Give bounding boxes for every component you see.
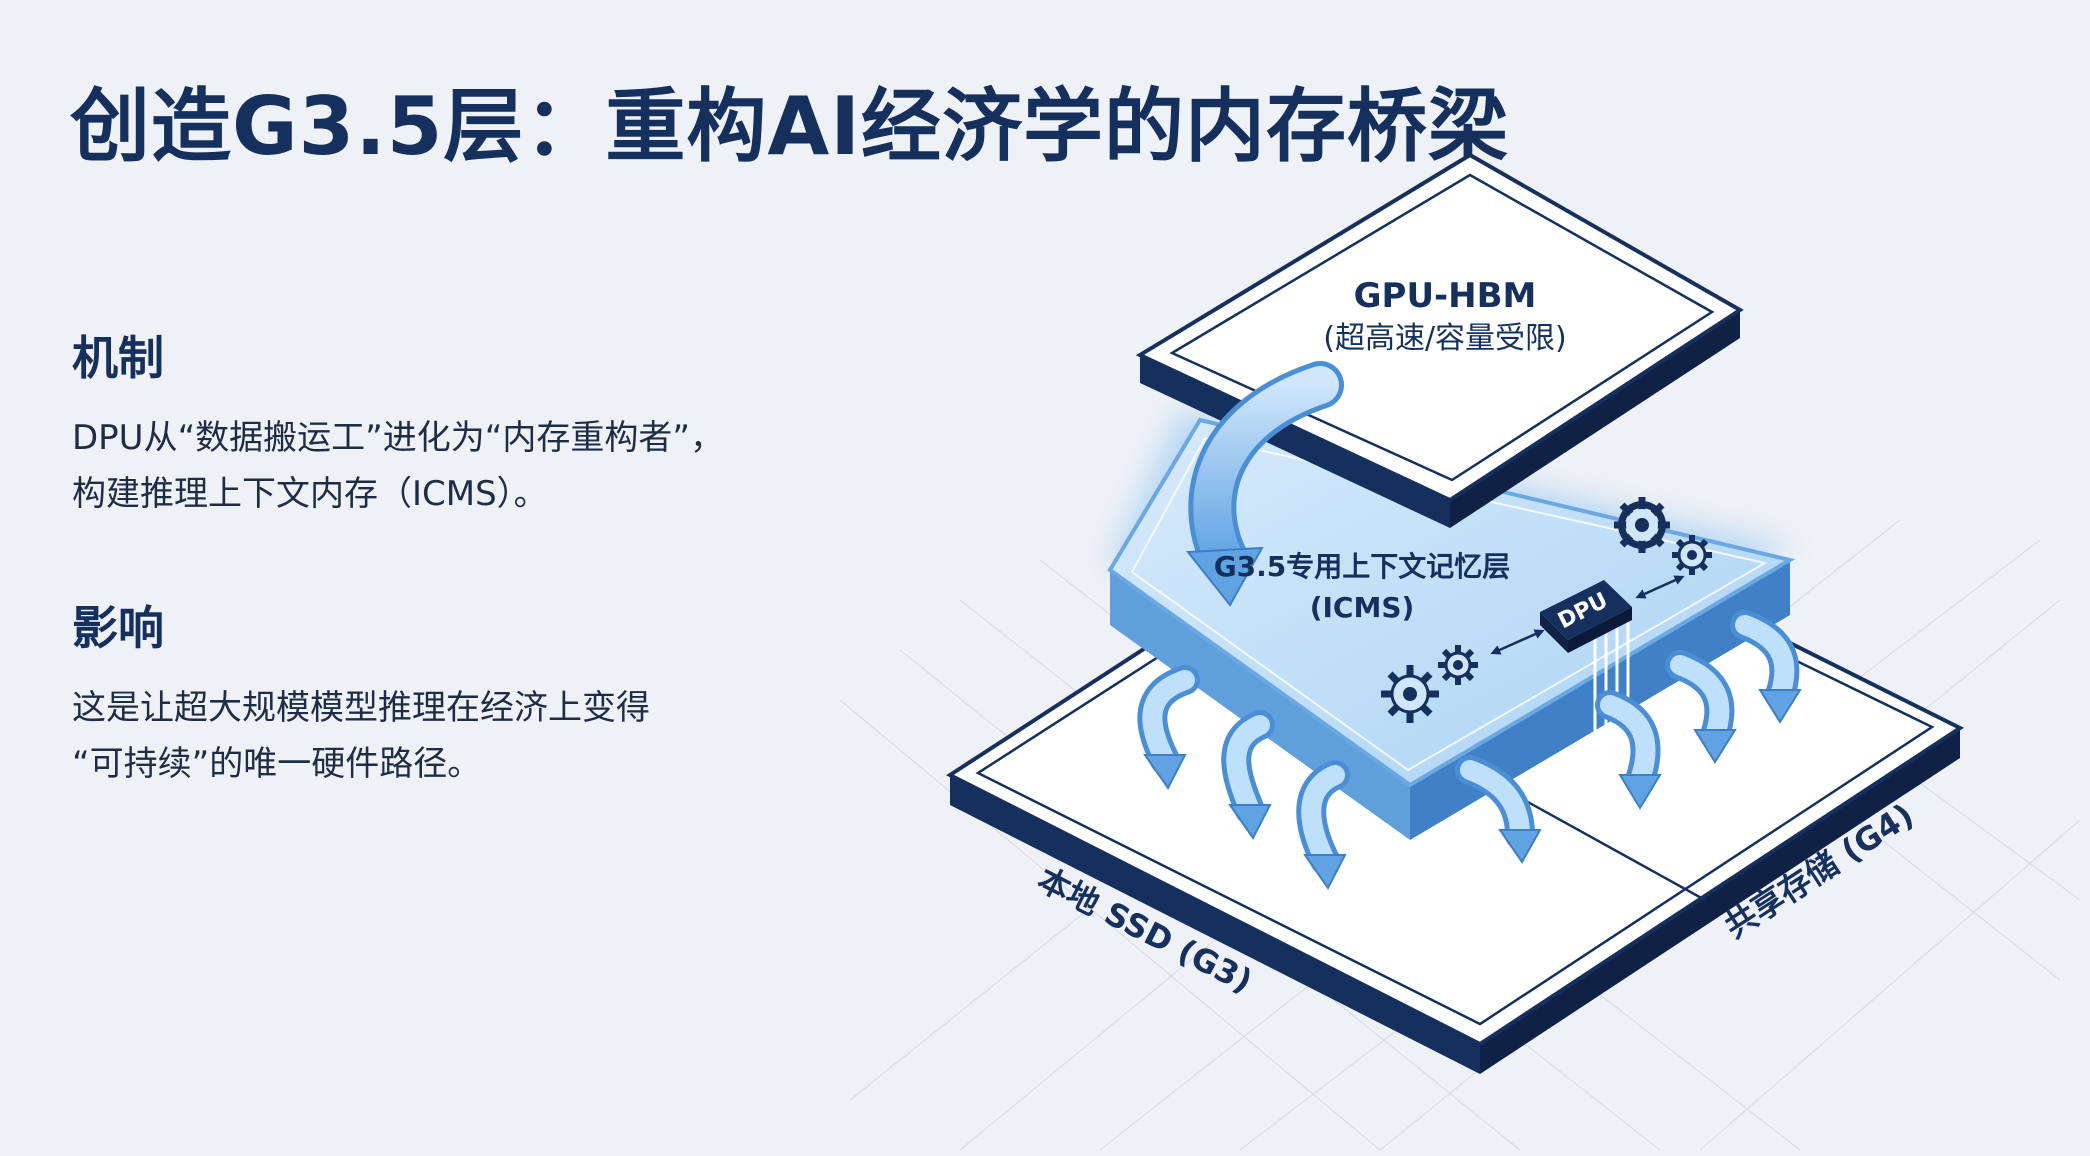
mechanism-line-2: 构建推理上下文内存（ICMS）。 — [72, 474, 548, 514]
mechanism-heading: 机制 — [72, 331, 164, 385]
gear-icon — [1381, 665, 1439, 723]
impact-section: 影响 这是让超大规模模型推理在经济上变得 “可持续”的唯一硬件路径。 — [72, 592, 792, 792]
icms-layer-label: G3.5专用上下文记忆层 — [1214, 550, 1511, 583]
dpu-data-flow-arrows — [1490, 575, 1685, 655]
impact-line-1: 这是让超大规模模型推理在经济上变得 — [72, 688, 650, 728]
mechanism-section: 机制 DPU从“数据搬运工”进化为“内存重构者”， 构建推理上下文内存（ICMS… — [72, 322, 792, 522]
gear-icon — [1614, 497, 1670, 553]
impact-text: 这是让超大规模模型推理在经济上变得 “可持续”的唯一硬件路径。 — [72, 680, 792, 792]
icms-layer-sub: (ICMS) — [1310, 591, 1415, 624]
impact-heading: 影响 — [72, 601, 164, 655]
impact-line-2: “可持续”的唯一硬件路径。 — [72, 744, 482, 784]
mechanism-line-1: DPU从“数据搬运工”进化为“内存重构者”， — [72, 418, 725, 458]
gear-icon — [1438, 645, 1478, 685]
gpu-hbm-label: GPU-HBM — [1354, 276, 1537, 316]
gear-icon — [1672, 535, 1712, 575]
downflow-arrows — [1137, 610, 1802, 890]
gpu-hbm-desc: (超高速/容量受限) — [1323, 321, 1567, 356]
hbm-to-icms-arrow — [1186, 361, 1344, 607]
page-title: 创造G3.5层：重构AI经济学的内存桥梁 — [70, 80, 1510, 173]
mechanism-text: DPU从“数据搬运工”进化为“内存重构者”， 构建推理上下文内存（ICMS）。 — [72, 410, 792, 522]
